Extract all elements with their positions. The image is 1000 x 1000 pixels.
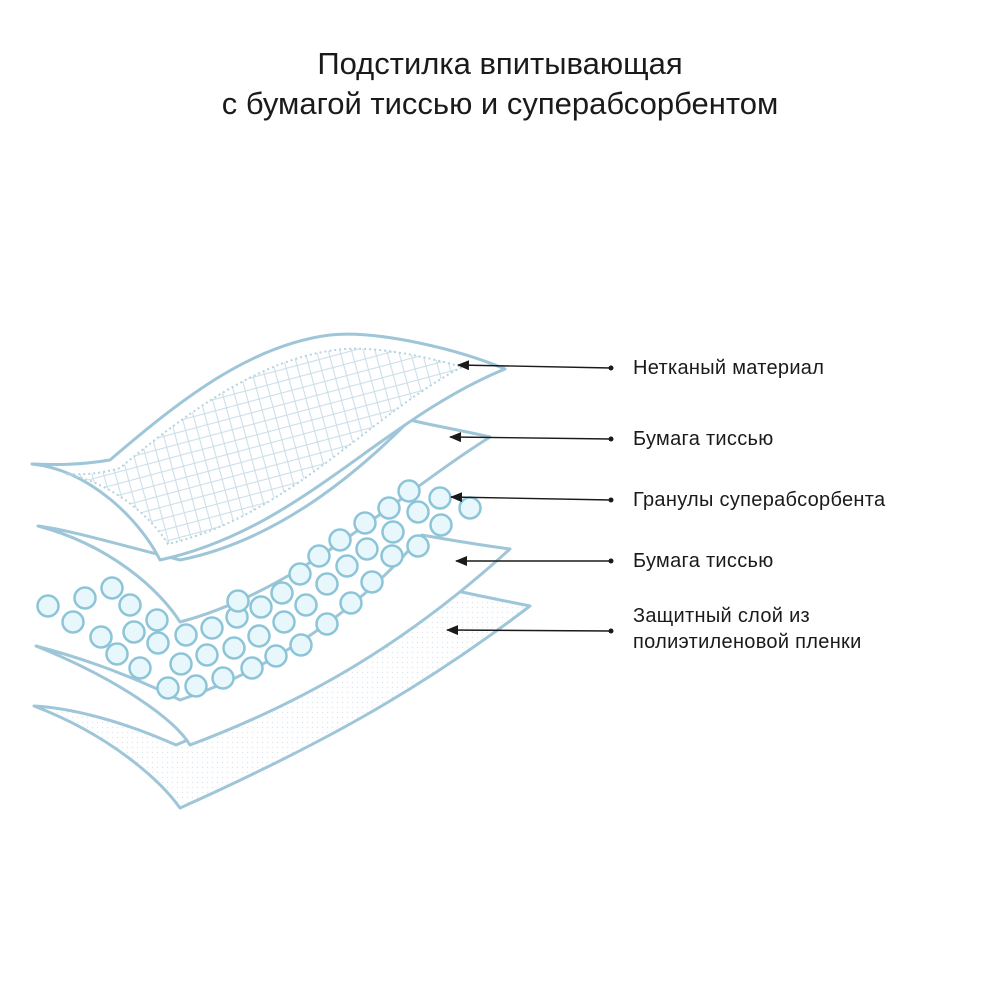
granule [353, 511, 377, 535]
layer-tissue-paper-lower [34, 533, 512, 747]
granule [377, 496, 401, 520]
granule [145, 608, 169, 632]
granule [169, 652, 193, 676]
granule [156, 676, 180, 700]
leader-polyethylene-film [446, 625, 612, 636]
granule [211, 666, 235, 690]
leader-dot-superabsorbent-granules [608, 497, 614, 503]
granule [222, 636, 246, 660]
granule [200, 616, 224, 640]
leader-superabsorbent-granules [450, 492, 612, 503]
granule [118, 593, 142, 617]
granule [174, 623, 198, 647]
leader-dot-tissue-paper-upper [608, 436, 614, 442]
granule [315, 612, 339, 636]
leader-tissue-paper-upper [449, 432, 612, 443]
granule [406, 500, 430, 524]
layer-tissue-paper-upper [36, 418, 492, 624]
leader-nonwoven-material [457, 360, 612, 371]
granule [406, 534, 430, 558]
granule [195, 643, 219, 667]
label-polyethylene-film-line-2: полиэтиленовой пленки [633, 631, 862, 653]
leader-dot-nonwoven-material [608, 365, 614, 371]
title-line-2: с бумагой тиссью и суперабсорбентом [221, 86, 779, 121]
granule [146, 631, 170, 655]
granule [105, 642, 129, 666]
granule [397, 479, 421, 503]
granule [128, 656, 152, 680]
granule [339, 591, 363, 615]
nonwoven-mesh-texture [65, 347, 465, 546]
diagram-title: Подстилка впитывающая с бумагой тиссью и… [0, 44, 1000, 124]
granule [429, 513, 453, 537]
label-superabsorbent-granules: Гранулы суперабсорбента [633, 489, 886, 511]
granule [315, 572, 339, 596]
title-line-1: Подстилка впитывающая [317, 46, 683, 81]
granule [288, 562, 312, 586]
granule [73, 586, 97, 610]
granule [100, 576, 124, 600]
label-tissue-paper-lower: Бумага тиссью [633, 550, 774, 572]
granule [226, 589, 250, 613]
granule [294, 593, 318, 617]
granule [360, 570, 384, 594]
granule [289, 633, 313, 657]
leader-dot-polyethylene-film [608, 628, 614, 634]
granule [89, 625, 113, 649]
granule [36, 594, 60, 618]
leader-dot-tissue-paper-lower [608, 558, 614, 564]
granule [381, 520, 405, 544]
granule [122, 620, 146, 644]
granule [335, 554, 359, 578]
granule [428, 486, 452, 510]
label-polyethylene-film: Защитный слой из полиэтиленовой пленки [633, 603, 862, 655]
granule [247, 624, 271, 648]
label-tissue-paper-upper: Бумага тиссью [633, 428, 774, 450]
granule [355, 537, 379, 561]
layer-superabsorbent-granules [36, 479, 482, 700]
granule [380, 544, 404, 568]
label-polyethylene-film-line-1: Защитный слой из [633, 605, 811, 627]
granule [249, 595, 273, 619]
granule [270, 581, 294, 605]
granule [307, 544, 331, 568]
granule [184, 674, 208, 698]
granule [458, 496, 482, 520]
granule [264, 644, 288, 668]
granule [272, 610, 296, 634]
granule [61, 610, 85, 634]
granule [328, 528, 352, 552]
granule [240, 656, 264, 680]
label-nonwoven-material: Нетканый материал [633, 357, 825, 379]
